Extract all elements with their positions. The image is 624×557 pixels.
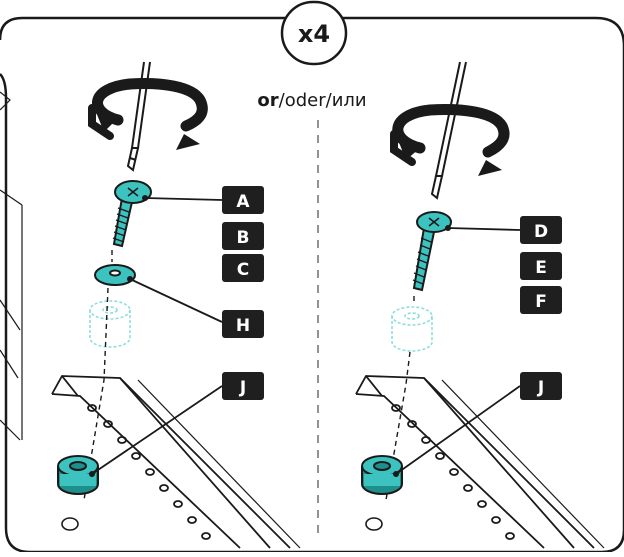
bracket-rail-icon	[51, 375, 301, 549]
mount-hole-icon	[365, 517, 383, 531]
alternative-title: or/oder/или	[257, 90, 366, 111]
spacer-ghost-icon	[89, 300, 131, 348]
panel-frame	[0, 16, 624, 554]
screwdriver-icon	[430, 61, 467, 200]
quantity-badge: x4	[280, 0, 348, 66]
svg-text:B: B	[237, 228, 250, 248]
quantity-label: x4	[298, 20, 330, 48]
left-option: A B C H J	[51, 61, 301, 549]
svg-text:C: C	[237, 260, 249, 280]
adjacent-panel-edge	[0, 91, 23, 441]
label-J-left: J	[222, 372, 264, 400]
title-oder: oder	[285, 90, 327, 111]
title-or: or	[257, 90, 278, 111]
svg-text:J: J	[239, 378, 246, 398]
mount-hole-icon	[61, 517, 79, 531]
callout-leaders-right	[395, 227, 521, 475]
svg-text:A: A	[236, 192, 250, 212]
svg-text:D: D	[534, 222, 548, 242]
title-sep-2: /	[326, 90, 333, 111]
rotate-arrow-icon	[88, 78, 208, 150]
label-F: F	[520, 286, 562, 314]
label-A: A	[222, 186, 264, 214]
rotate-arrow-icon	[390, 104, 510, 176]
label-H: H	[222, 310, 264, 338]
label-J-right: J	[520, 372, 562, 400]
washer-icon	[94, 264, 136, 286]
right-option: D E F J	[355, 61, 605, 549]
bracket-rail-icon	[355, 375, 605, 549]
label-B: B	[222, 222, 264, 250]
spacer-icon	[57, 455, 99, 495]
svg-text:F: F	[535, 292, 547, 312]
title-ili: или	[332, 90, 367, 111]
label-D: D	[520, 216, 562, 244]
spacer-ghost-icon	[391, 306, 433, 352]
screw-icon	[412, 211, 452, 292]
svg-text:E: E	[535, 258, 547, 278]
label-E: E	[520, 252, 562, 280]
callout-leaders-left	[91, 197, 223, 475]
spacer-icon	[361, 455, 403, 495]
svg-text:J: J	[537, 378, 544, 398]
title-sep-1: /	[279, 90, 286, 111]
screw-icon	[112, 180, 152, 248]
svg-text:H: H	[236, 316, 250, 336]
label-C: C	[222, 254, 264, 282]
